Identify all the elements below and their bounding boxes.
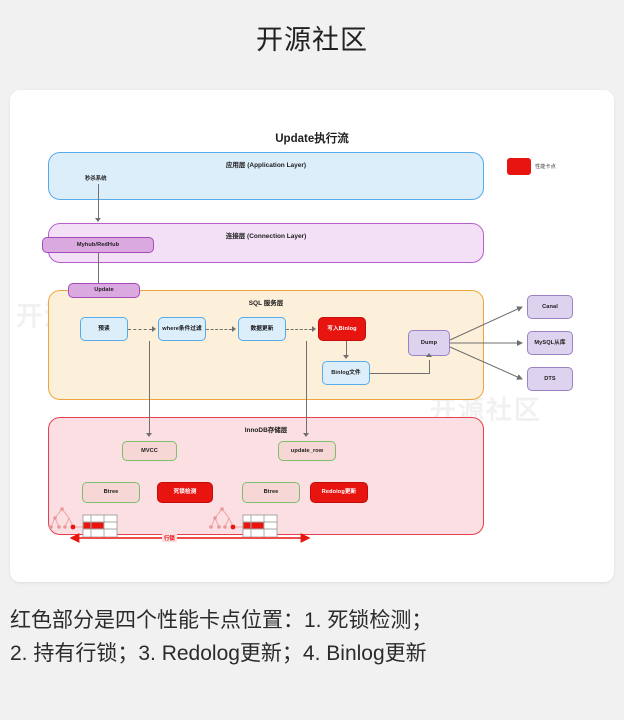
layer-sql-service-label: SQL 服务层 xyxy=(248,300,284,307)
update-flow-diagram: 开源社区 开源社区 开源社区 开源社区 Update执行流 性能卡点 应用层 (… xyxy=(10,90,614,582)
caption-line-2: 2. 持有行锁；3. Redolog更新；4. Binlog更新 xyxy=(10,641,427,665)
node-mvcc[interactable]: MVCC xyxy=(122,441,177,461)
node-mysql-slave[interactable]: MySQL从库 xyxy=(527,331,573,355)
arrow-app-to-conn xyxy=(95,218,101,222)
node-data-update[interactable]: 数据更新 xyxy=(238,317,286,341)
connector-preread-to-mvcc xyxy=(149,341,150,435)
connector-dataupdate-to-updaterow xyxy=(306,341,307,435)
node-update-row[interactable]: update_row xyxy=(278,441,336,461)
node-preread[interactable]: 预读 xyxy=(80,317,128,341)
caption: 红色部分是四个性能卡点位置：1. 死锁检测； 2. 持有行锁；3. Redolo… xyxy=(10,605,614,670)
row-lock-arrow xyxy=(70,533,310,543)
node-btree-left[interactable]: Btree xyxy=(82,482,140,503)
connector-file-to-dump-v xyxy=(429,360,430,374)
legend: 性能卡点 xyxy=(507,158,556,175)
node-btree-right[interactable]: Btree xyxy=(242,482,300,503)
layer-connection-label: 连接层 (Connection Layer) xyxy=(225,233,307,240)
connector-conn-to-sql xyxy=(98,253,99,289)
node-myhub-redhub[interactable]: Myhub/RedHub xyxy=(42,237,154,253)
arrow-where-to-update xyxy=(232,326,236,332)
diagram-card: 开源社区 开源社区 开源社区 开源社区 Update执行流 性能卡点 应用层 (… xyxy=(10,90,614,582)
page-title: 开源社区 xyxy=(256,25,368,55)
node-write-binlog[interactable]: 写入Binlog xyxy=(318,317,366,341)
node-redolog-update[interactable]: Redolog更新 xyxy=(310,482,368,503)
row-lock-label: 行锁 xyxy=(162,534,177,542)
layer-innodb-storage-label: InnoDB存储层 xyxy=(244,427,288,434)
node-update[interactable]: Update xyxy=(68,283,140,298)
connector-where-to-update xyxy=(206,329,232,330)
btree-table-glyph-left xyxy=(49,507,118,537)
connector-preread-to-where xyxy=(128,329,152,330)
node-deadlock-detect[interactable]: 死锁检测 xyxy=(157,482,213,503)
node-dump[interactable]: Dump xyxy=(408,330,450,356)
arrow-file-to-dump xyxy=(426,353,432,357)
node-dts[interactable]: DTS xyxy=(527,367,573,391)
btree-table-glyph-right xyxy=(209,507,278,537)
arrow-preread-to-where xyxy=(152,326,156,332)
arrow-update-to-binlog xyxy=(312,326,316,332)
arrow-binlog-to-file xyxy=(343,355,349,359)
caption-line-1: 红色部分是四个性能卡点位置：1. 死锁检测； xyxy=(10,609,433,632)
connector-file-to-dump-h xyxy=(370,373,429,374)
node-where-filter[interactable]: where条件过滤 xyxy=(158,317,206,341)
node-binlog-file[interactable]: Binlog文件 xyxy=(322,361,370,385)
legend-label: 性能卡点 xyxy=(535,164,556,170)
layer-application-label: 应用层 (Application Layer) xyxy=(225,162,307,169)
arrow-dataupdate-to-updaterow xyxy=(303,433,309,437)
connector-update-to-binlog xyxy=(286,329,312,330)
node-canal[interactable]: Canal xyxy=(527,295,573,319)
node-miaosha-system: 秒杀系统 xyxy=(85,176,107,182)
legend-color-swatch xyxy=(507,158,531,175)
connector-binlog-to-file xyxy=(346,341,347,357)
layer-application: 应用层 (Application Layer) xyxy=(48,152,484,200)
diagram-title: Update执行流 xyxy=(275,133,349,145)
arrow-preread-to-mvcc xyxy=(146,433,152,437)
connector-app-to-conn xyxy=(98,184,99,220)
